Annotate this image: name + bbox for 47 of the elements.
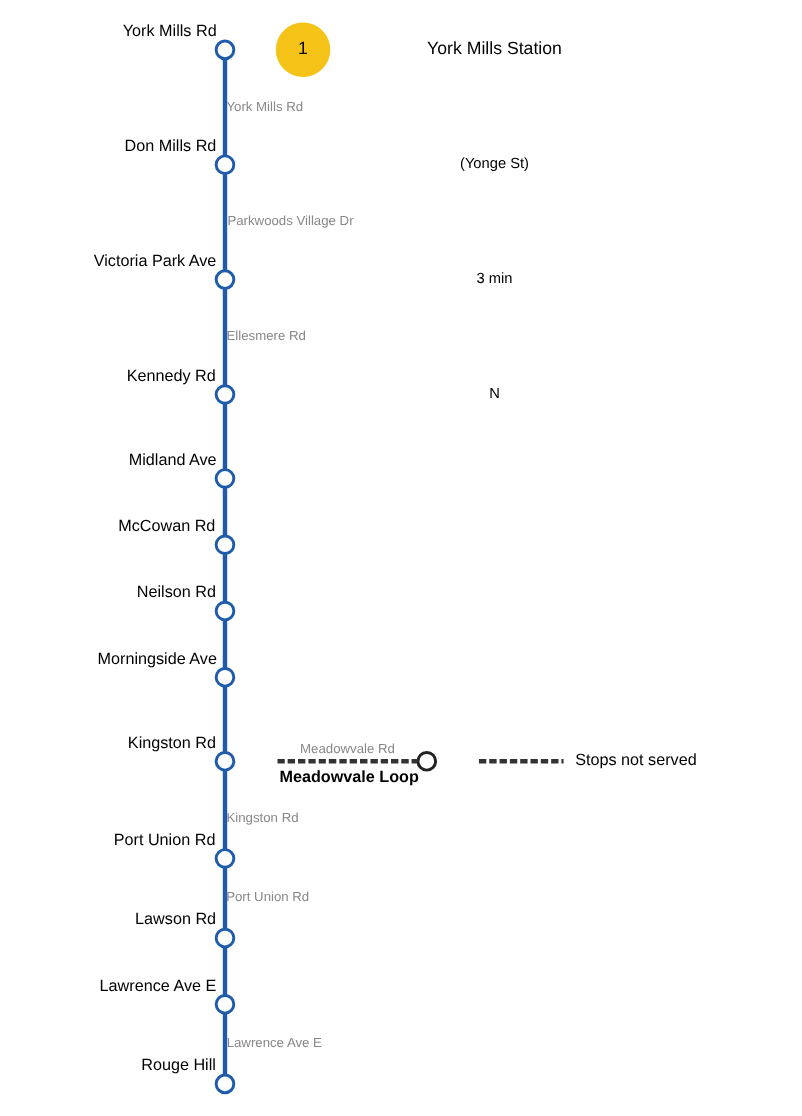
- node-circle: [214, 750, 236, 772]
- node-label: Kennedy Rd: [126, 366, 216, 385]
- label: (Yonge St): [460, 154, 530, 173]
- node-label: Kingston Rd: [127, 733, 217, 752]
- node-label: Neilson Rd: [136, 583, 216, 602]
- label: 1: [298, 38, 308, 59]
- node-label: Don Mills Rd: [124, 137, 217, 156]
- node-circle: [214, 154, 236, 176]
- node-label: York Mills Rd: [122, 22, 217, 41]
- connector: [222, 554, 228, 603]
- node-label: Port Union Rd: [113, 830, 216, 849]
- node-circle: [214, 534, 236, 556]
- node-circle: [416, 750, 438, 772]
- connector: [222, 487, 228, 536]
- node-circle: [214, 848, 236, 869]
- node-circle: [214, 667, 236, 688]
- node-label: Meadowvale Loop: [279, 767, 419, 786]
- connector: [222, 686, 228, 753]
- node-label: McCowan Rd: [118, 517, 216, 536]
- label: York Mills Station: [427, 38, 562, 59]
- connector: [222, 770, 228, 850]
- node-label: Midland Ave: [128, 450, 217, 469]
- node-circle: [214, 994, 236, 1015]
- node-circle: [214, 600, 236, 622]
- node-label: Rouge Hill: [141, 1056, 216, 1075]
- connector: [222, 289, 228, 386]
- connector: [222, 174, 228, 271]
- node-circle: [214, 1073, 236, 1095]
- connector: [222, 620, 228, 669]
- node-circle: [214, 468, 236, 489]
- legend-label: Stops not served: [575, 751, 697, 770]
- node-circle: [214, 39, 236, 61]
- node-label: Morningside Ave: [97, 649, 217, 668]
- node-label: Lawrence Ave E: [99, 976, 217, 995]
- label: 3 min: [476, 269, 513, 288]
- connector: [222, 59, 228, 156]
- connector: [222, 947, 228, 996]
- connector: [222, 403, 228, 470]
- connector: [222, 867, 228, 929]
- connector: [277, 759, 418, 764]
- connector: [222, 1013, 228, 1075]
- node-circle: [214, 384, 236, 405]
- node-circle: [214, 927, 236, 949]
- label: N: [489, 384, 500, 403]
- node-circle: [214, 269, 236, 290]
- node-label: Victoria Park Ave: [93, 252, 217, 271]
- node-label: Lawson Rd: [135, 910, 217, 929]
